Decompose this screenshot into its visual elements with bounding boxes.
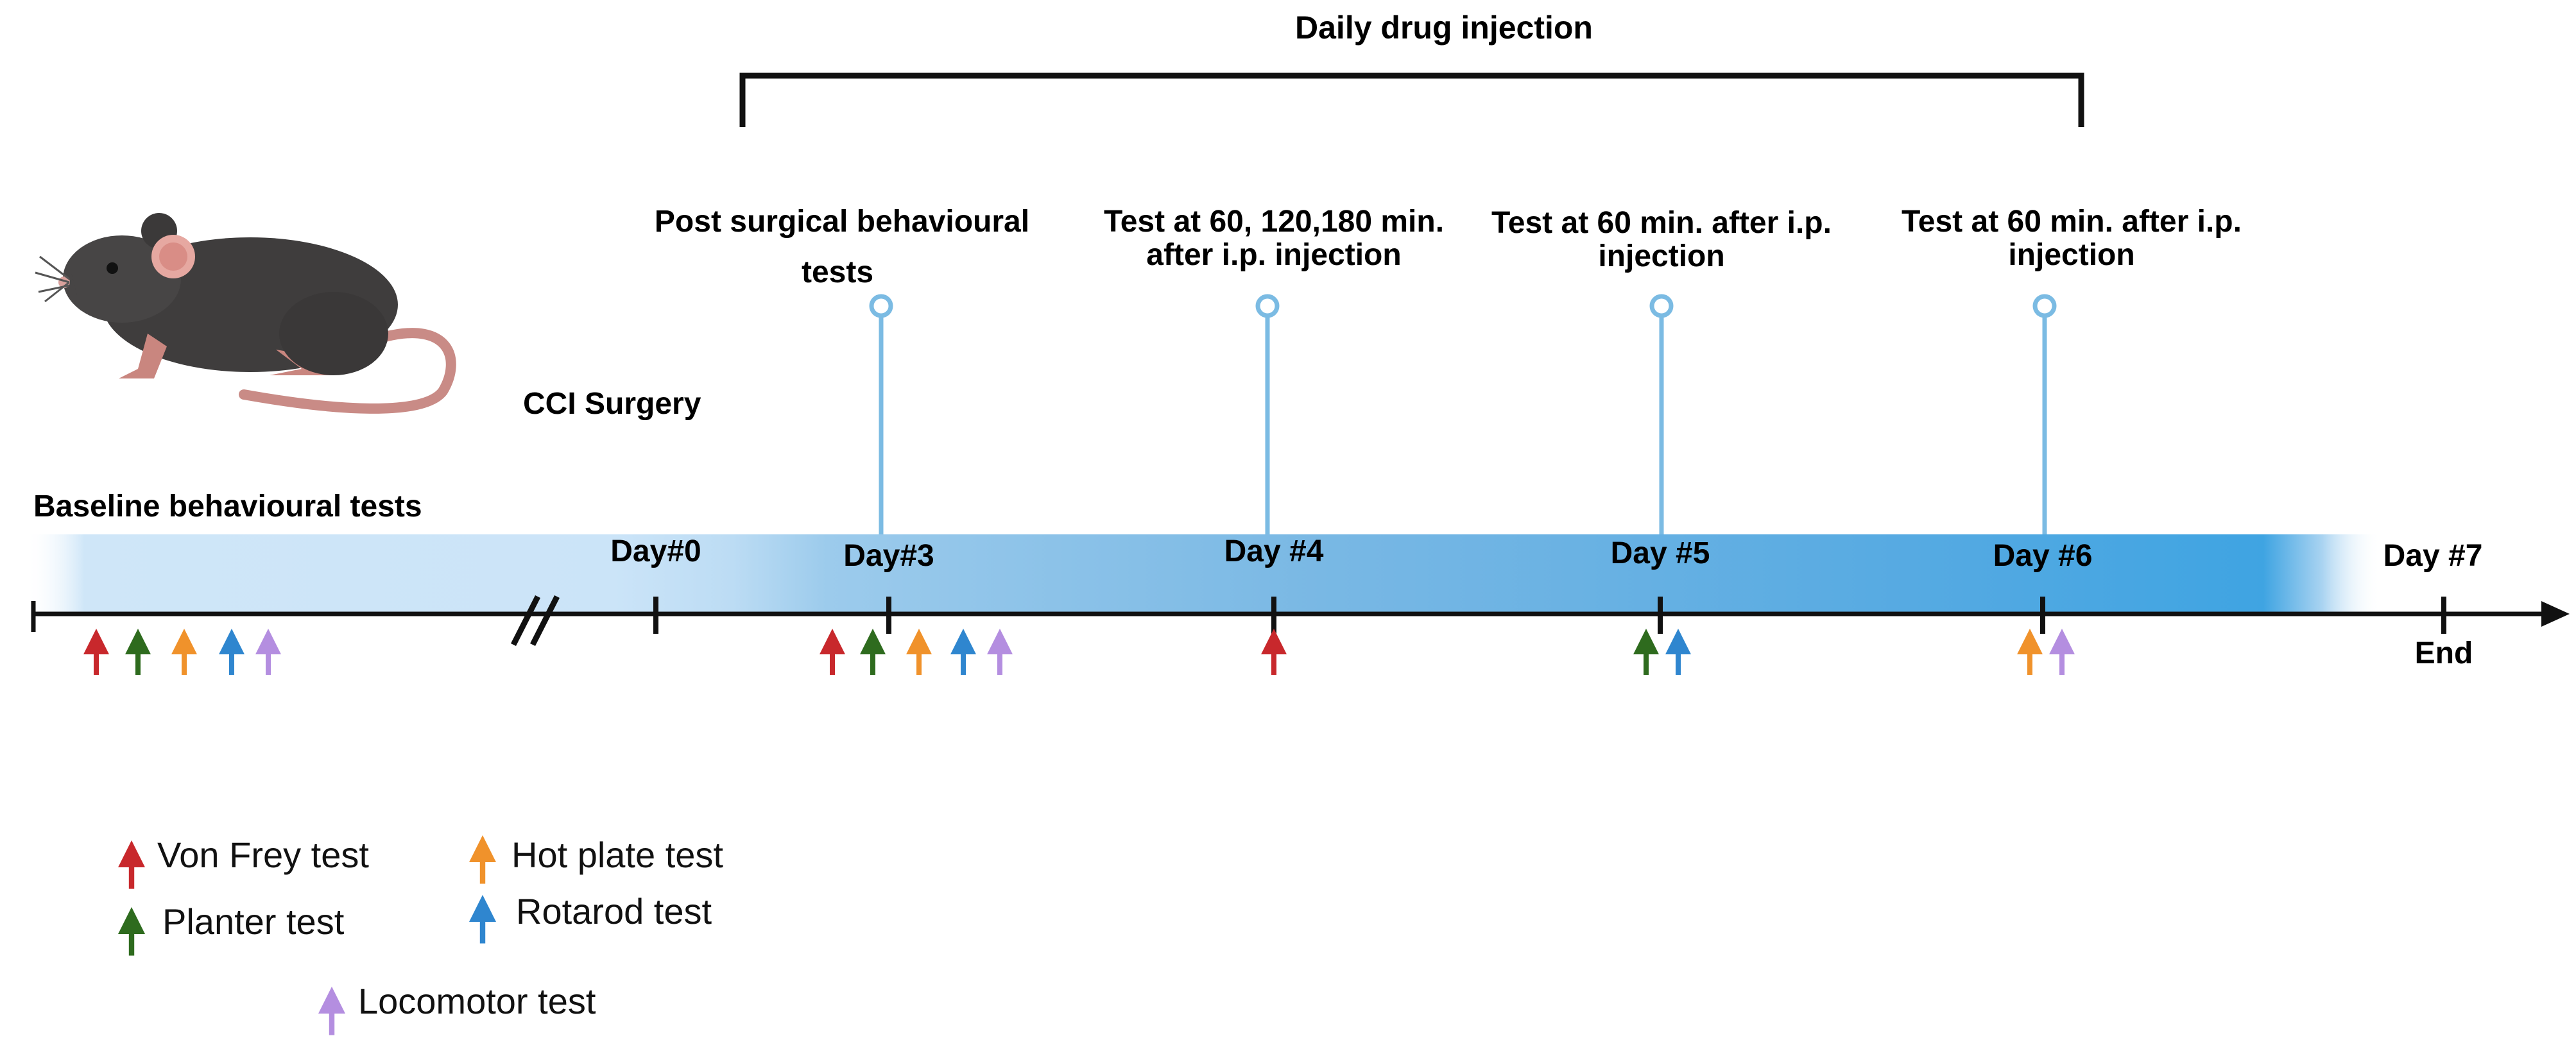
pin-caption-line: Test at 60, 120,180 min. (1104, 205, 1444, 239)
baseline-label: Baseline behavioural tests (33, 489, 422, 523)
day-label-day0: Day#0 (610, 534, 701, 568)
pin-caption-line: Test at 60 min. after i.p. (1902, 205, 2242, 239)
legend-label-vonfrey: Von Frey test (157, 835, 369, 875)
pin-caption-line: Post surgical behavioural (655, 205, 1029, 239)
pin-head-icon (1255, 294, 1280, 318)
pin-caption-line: after i.p. injection (1146, 238, 1401, 272)
rotarod-arrow-icon (950, 629, 976, 675)
day-ticks: Day#0 Day#3 Day #4 Day #5 Day #6 Day #7 (610, 534, 2482, 634)
legend-item-locomotor: Locomotor test (318, 981, 596, 1035)
legend-item-hotplate: Hot plate test (469, 835, 723, 884)
day-label-day3: Day#3 (843, 539, 934, 573)
day-label-day7: Day #7 (2383, 539, 2483, 573)
planter-arrow-icon (125, 629, 151, 675)
pin-caption-line: Test at 60 min. after i.p. (1491, 206, 1832, 240)
legend-item-rotarod: Rotarod test (469, 891, 712, 944)
legend-item-vonfrey: Von Frey test (118, 835, 369, 889)
day-label-day4: Day #4 (1224, 534, 1324, 568)
legend-label-hotplate: Hot plate test (511, 835, 723, 875)
planter-legend-arrow-icon (118, 907, 145, 956)
day-label-day6: Day #6 (1993, 539, 2093, 573)
hotplate-arrow-icon (906, 629, 932, 675)
mouse-front-leg (119, 334, 167, 378)
legend-item-planter: Planter test (118, 901, 345, 956)
rotarod-arrow-icon (1665, 629, 1691, 675)
pin-caption-line: injection (1598, 239, 1724, 273)
locomotor-arrow-icon (2049, 629, 2075, 675)
mouse-head (63, 235, 181, 323)
legend-label-rotarod: Rotarod test (516, 891, 712, 931)
pin-head-icon (869, 294, 893, 318)
day-label-day5: Day #5 (1611, 536, 1710, 570)
timeline-arrowhead (2541, 601, 2570, 627)
timeline-band (26, 534, 2381, 613)
hotplate-legend-arrow-icon (469, 835, 496, 884)
planter-arrow-icon (860, 629, 886, 675)
header-title: Daily drug injection (1295, 10, 1593, 46)
mouse-tail (239, 328, 456, 414)
mouse-illustration (35, 213, 456, 414)
rotarod-legend-arrow-icon (469, 895, 496, 944)
locomotor-arrow-icon (987, 629, 1013, 675)
mouse-eye (107, 262, 118, 274)
pins: Post surgical behavioural tests Test at 60… (655, 205, 2242, 534)
locomotor-arrow-icon (255, 629, 281, 675)
hotplate-arrow-icon (2017, 629, 2043, 675)
hotplate-arrow-icon (171, 629, 197, 675)
legend-label-locomotor: Locomotor test (358, 981, 596, 1021)
mouse-haunch (279, 292, 388, 375)
rotarod-arrow-icon (219, 629, 245, 675)
pin-day4: Test at 60, 120,180 min.after i.p. injec… (1104, 205, 1444, 534)
end-label: End (2415, 636, 2473, 670)
axis-break-icon (510, 595, 560, 647)
test-arrows (83, 629, 2075, 675)
vonfrey-arrow-icon (1261, 629, 1287, 675)
pin-day3: Post surgical behavioural tests (655, 205, 1029, 534)
drug-injection-bracket (739, 72, 2084, 127)
mouse-ear-inner (159, 242, 187, 271)
locomotor-legend-arrow-icon (318, 987, 345, 1035)
vonfrey-arrow-icon (820, 629, 845, 675)
legend-label-planter: Planter test (162, 901, 345, 942)
pin-caption-line: tests (802, 255, 873, 289)
pin-day5: Test at 60 min. after i.p.injection (1491, 206, 1832, 534)
mouse-whiskers (35, 255, 70, 303)
vonfrey-legend-arrow-icon (118, 840, 145, 889)
pin-head-icon (2032, 294, 2057, 318)
surgery-label: CCI Surgery (523, 387, 701, 421)
pin-head-icon (1649, 294, 1674, 318)
vonfrey-arrow-icon (83, 629, 109, 675)
pin-day6: Test at 60 min. after i.p.injection (1902, 205, 2242, 534)
planter-arrow-icon (1633, 629, 1659, 675)
pin-caption-line: injection (2008, 238, 2134, 272)
